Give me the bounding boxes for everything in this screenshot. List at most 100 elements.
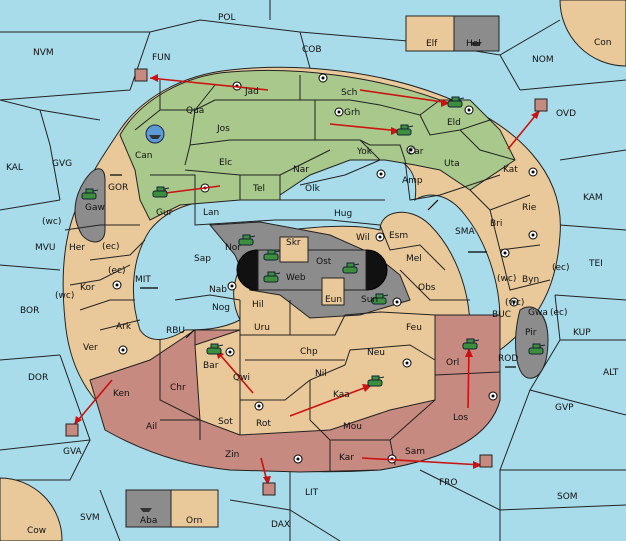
sea-label: LIT [305, 488, 319, 498]
province-label: Rie [522, 203, 537, 213]
province-label: Eld [447, 118, 461, 128]
province-elf[interactable] [405, 15, 455, 52]
province-label: Elf [426, 39, 438, 49]
province-label: Ver [83, 343, 98, 353]
province-label: Grh [344, 108, 360, 118]
province-cow[interactable] [0, 477, 63, 541]
province-label: Kat [503, 165, 518, 175]
province-skr[interactable] [279, 236, 309, 263]
province-label: Nor [225, 243, 241, 253]
province-orn[interactable] [170, 489, 219, 528]
sea-label: FRO [439, 478, 458, 488]
province-label: Chp [300, 347, 318, 357]
province-label: Byn [522, 275, 539, 285]
province-label: Skr [286, 238, 301, 248]
army-icon [206, 343, 224, 355]
province-label: Kar [339, 453, 354, 463]
fleet-icon [479, 454, 493, 468]
province-label: Pir [525, 328, 537, 338]
province-label: Nil [315, 369, 327, 379]
province-label: Uru [254, 323, 270, 333]
sea-label: OVD [556, 109, 576, 119]
coast-label-group: (ec) (wc) (ec) (wc) (wc) (ec) [55, 263, 570, 318]
province-label: Kaa [333, 390, 350, 400]
sea-label: Con [594, 38, 612, 48]
province-label: Wil [356, 233, 370, 243]
fleet-units [65, 42, 548, 512]
province-label: Lan [203, 208, 219, 218]
province-label: Jos [216, 124, 230, 134]
province-label: Her [69, 243, 85, 253]
province-label: Nog [212, 303, 230, 313]
province-label: Obs [418, 283, 436, 293]
province-pir[interactable] [515, 306, 549, 379]
fleet-icon [65, 423, 79, 437]
province-label: Sap [194, 254, 211, 264]
province-label: Rot [256, 419, 271, 429]
fleet-icon [140, 508, 152, 512]
army-icon [238, 234, 256, 246]
coast-label: (ec) [552, 263, 570, 273]
province-eun[interactable] [321, 277, 345, 306]
province-label: Bar [203, 361, 219, 371]
sea-label: Cow [27, 526, 46, 536]
province-label-group: Jad Sch Qua Jos Grh Eld Can Car Yok Elc … [42, 39, 548, 526]
army-icon [263, 249, 281, 261]
sea-label: MVU [35, 243, 56, 253]
province-label: Los [453, 413, 468, 423]
province-label: Can [135, 151, 153, 161]
province-label: Gaw [85, 203, 105, 213]
army-icon [396, 124, 414, 136]
province-label: Orl [446, 358, 459, 368]
sea-label: ROD [498, 354, 518, 364]
sea-label: ALT [603, 368, 619, 378]
province-label: Eun [325, 295, 342, 305]
army-icon [528, 343, 546, 355]
sea-label: SVM [80, 513, 100, 523]
province-label: Sot [218, 417, 233, 427]
province-label: Zin [225, 450, 239, 460]
province-borders [64, 75, 551, 472]
province-label: Qua [186, 106, 204, 116]
army-icon [367, 375, 385, 387]
coast-label: (ec) [550, 308, 568, 318]
sea-label: KAL [6, 163, 23, 173]
sea-label: KUP [573, 328, 591, 338]
sea-label-group: POL NVM FUN COB NOM Con OVD KAL GVG GOR … [6, 13, 619, 536]
sea-label: SOM [557, 492, 578, 502]
province-con[interactable] [559, 0, 626, 67]
province-label: Chr [170, 383, 186, 393]
province-label: (ec) [102, 242, 120, 252]
fleet-icon [145, 124, 165, 144]
province-label: Nar [293, 165, 309, 175]
sea-label: COB [302, 45, 322, 55]
province-label: Tel [252, 184, 265, 194]
army-icon [371, 293, 389, 305]
province-gaw[interactable] [74, 168, 106, 243]
province-label: Yok [356, 147, 373, 157]
army-icon [152, 186, 170, 198]
coast-label: (wc) [497, 274, 516, 284]
army-icon [462, 338, 480, 350]
sea-label: NOM [532, 55, 554, 65]
army-icon [263, 271, 281, 283]
army-icon [342, 262, 360, 274]
sea-label: GVA [63, 447, 83, 457]
province-label: Sam [405, 447, 425, 457]
province-label: Orn [186, 516, 202, 526]
province-label: Nab [209, 285, 227, 295]
province-label: (wc) [42, 217, 61, 227]
sea-label: DAX [271, 520, 290, 530]
fleet-icon [262, 482, 276, 496]
fleet-icon [534, 98, 548, 112]
province-label: Qwi [233, 373, 250, 383]
province-label: Elc [219, 158, 232, 168]
province-label: Mel [406, 254, 422, 264]
province-label: Amp [402, 176, 423, 186]
sea-label: GVG [52, 159, 72, 169]
province-label: Ost [316, 257, 332, 267]
sea-label: BOR [20, 306, 39, 316]
supply-centers [112, 73, 538, 464]
